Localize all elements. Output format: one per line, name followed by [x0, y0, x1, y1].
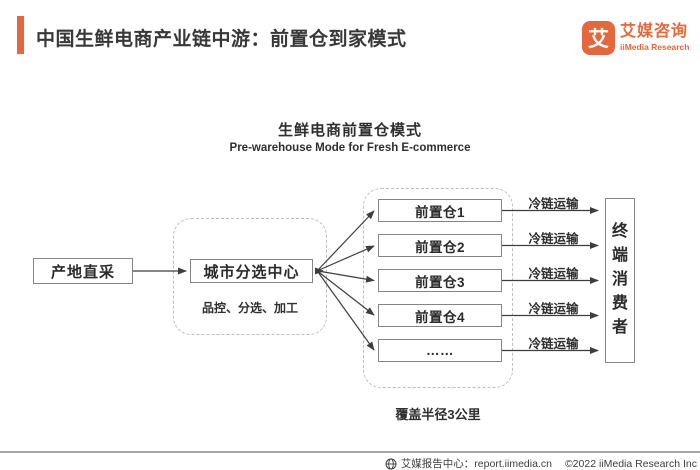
cold-chain-label-5: 冷链运输 — [528, 337, 579, 351]
origin-sourcing-box: 产地直采 — [33, 258, 133, 284]
iimedia-logo-icon: 艾 — [582, 21, 615, 55]
footer-copyright: ©2022 iiMedia Research Inc — [564, 457, 697, 470]
logo-text: 艾媒咨询 iiMedia Research — [620, 21, 689, 53]
diagram-subtitle: Pre-warehouse Mode for Fresh E-commerce — [229, 142, 471, 154]
end-consumer-box: 终端消费者 — [605, 198, 635, 363]
logo-name-cn: 艾媒咨询 — [620, 23, 689, 40]
page-title: 中国生鲜电商产业链中游：前置仓到家模式 — [36, 29, 407, 50]
footer-divider — [0, 451, 700, 453]
diagram-title: 生鲜电商前置仓模式 — [277, 122, 422, 139]
front-warehouse-box-4: 前置仓4 — [378, 304, 502, 327]
title-accent-bar — [17, 16, 24, 54]
sorting-center-note: 品控、分选、加工 — [201, 301, 298, 315]
front-warehouse-box-3: 前置仓3 — [378, 269, 502, 292]
front-warehouse-box-2: 前置仓2 — [378, 234, 502, 257]
cold-chain-label-3: 冷链运输 — [528, 267, 579, 281]
cold-chain-label-2: 冷链运输 — [528, 232, 579, 246]
globe-icon — [385, 458, 397, 470]
iimedia-logo: 艾 艾媒咨询 iiMedia Research — [582, 21, 689, 55]
cold-chain-label-4: 冷链运输 — [528, 302, 579, 316]
logo-name-en: iiMedia Research — [620, 42, 690, 52]
coverage-radius-note: 覆盖半径3公里 — [395, 407, 481, 422]
front-warehouse-box-1: 前置仓1 — [378, 199, 502, 222]
cold-chain-label-1: 冷链运输 — [528, 197, 579, 211]
footer: 艾媒报告中心：report.iimedia.cn ©2022 iiMedia R… — [385, 456, 697, 470]
end-consumer-label: 终端消费者 — [611, 223, 628, 336]
footer-report-center: 艾媒报告中心：report.iimedia.cn — [400, 458, 552, 470]
city-sorting-center-box: 城市分选中心 — [190, 259, 313, 283]
front-warehouse-box-more: …… — [378, 339, 502, 362]
